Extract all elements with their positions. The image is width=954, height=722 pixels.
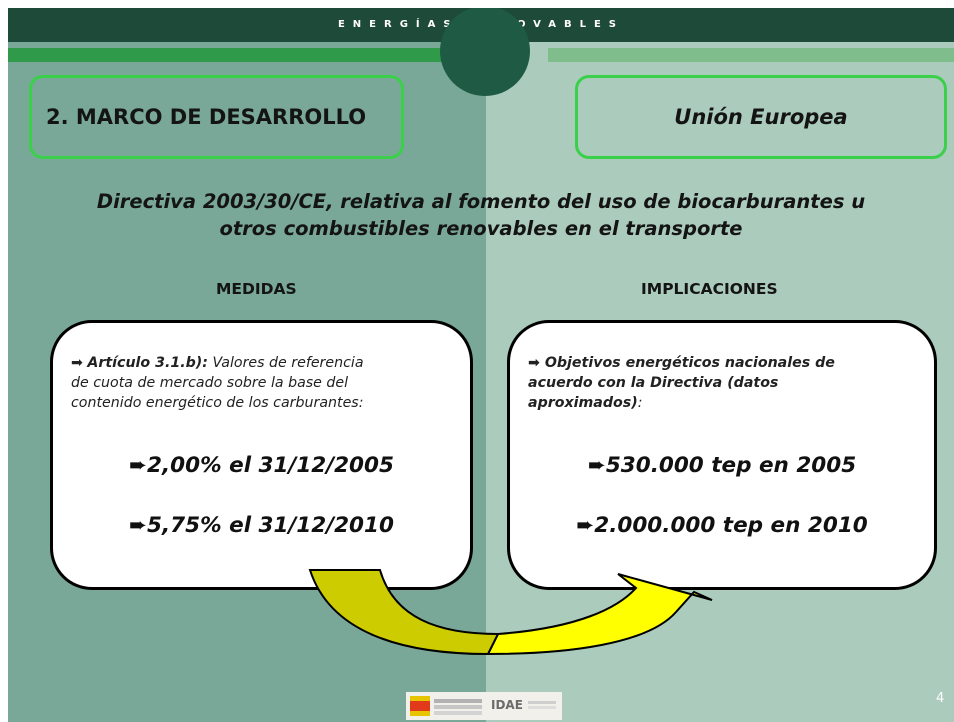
implicaciones-description-line-1: ➡ Objetivos energéticos nacionales de	[528, 353, 835, 373]
implicaciones-text-1: Objetivos energéticos nacionales de	[544, 355, 835, 371]
decorative-circle	[440, 8, 530, 96]
implicaciones-colon: :	[637, 395, 643, 411]
directive-title: Directiva 2003/30/CE, relativa al foment…	[28, 188, 934, 242]
medidas-target-2010: ➨5,75% el 31/12/2010	[129, 513, 394, 538]
implicaciones-card: ➡ Objetivos energéticos nacionales de ac…	[507, 320, 937, 590]
page-number: 4	[936, 691, 945, 706]
medidas-description-line-1: ➡ Artículo 3.1.b): Valores de referencia	[71, 353, 364, 373]
spain-coat-of-arms-icon	[410, 696, 430, 716]
arrow-right-icon: ➡	[71, 355, 83, 371]
idae-logo: IDAE	[491, 698, 523, 712]
section-label: 2. MARCO DE DESARROLLO	[46, 105, 367, 129]
implicaciones-text-3: aproximados)	[528, 395, 638, 411]
ministry-logo-text	[434, 699, 482, 703]
curved-arrow-left-icon	[308, 569, 500, 656]
implicaciones-description: ➡ Objetivos energéticos nacionales de ac…	[528, 353, 835, 413]
implicaciones-heading: IMPLICACIONES	[641, 280, 778, 298]
curved-arrow-right-icon	[486, 573, 713, 656]
left-green-stripe	[8, 48, 444, 62]
scope-label: Unión Europea	[674, 105, 848, 129]
directive-title-line-2: otros combustibles renovables en el tran…	[219, 217, 743, 240]
ministry-idae-logo: IDAE	[406, 692, 562, 720]
idae-logo-text	[528, 701, 556, 704]
implicaciones-description-line-3: aproximados):	[528, 393, 835, 413]
medidas-description: ➡ Artículo 3.1.b): Valores de referencia…	[71, 353, 364, 413]
medidas-description-line-2: de cuota de mercado sobre la base del	[71, 375, 349, 391]
implicaciones-description-line-2: acuerdo con la Directiva (datos	[528, 375, 779, 391]
medidas-card: ➡ Artículo 3.1.b): Valores de referencia…	[50, 320, 473, 590]
right-green-stripe	[548, 48, 954, 62]
article-text: Valores de referencia	[212, 355, 364, 371]
medidas-description-line-3: contenido energético de los carburantes:	[71, 395, 364, 411]
scope-label-box: Unión Europea	[575, 75, 947, 159]
implicaciones-target-2005: ➨530.000 tep en 2005	[587, 453, 857, 478]
section-label-box: 2. MARCO DE DESARROLLO	[29, 75, 404, 159]
medidas-target-2005: ➨2,00% el 31/12/2005	[129, 453, 394, 478]
arrow-right-icon: ➡	[528, 355, 540, 371]
medidas-heading: MEDIDAS	[216, 280, 297, 298]
article-reference: Artículo 3.1.b):	[87, 355, 208, 371]
slide: ENERGÍAS RENOVABLES 2. MARCO DE DESARROL…	[8, 8, 954, 722]
curved-arrows-graphic	[308, 569, 713, 656]
directive-title-line-1: Directiva 2003/30/CE, relativa al foment…	[96, 190, 866, 213]
implicaciones-target-2010: ➨2.000.000 tep en 2010	[576, 513, 868, 538]
